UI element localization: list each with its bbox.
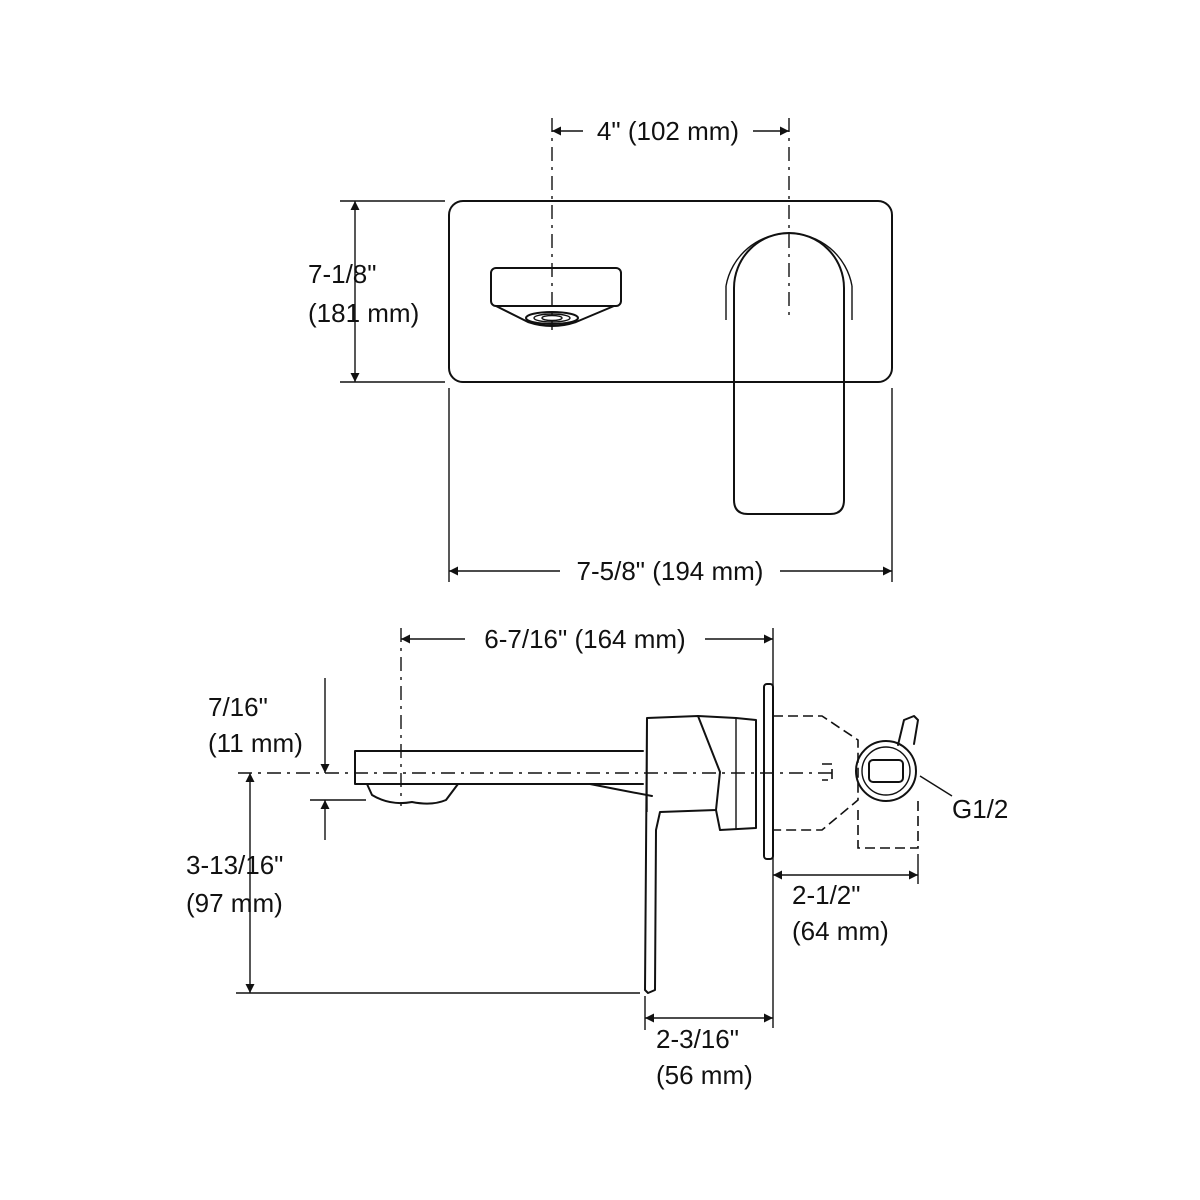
dim-handle-proj-in: 2-3/16" bbox=[656, 1024, 739, 1054]
dim-plate-height-mm: (181 mm) bbox=[308, 298, 419, 328]
label-connection: G1/2 bbox=[952, 794, 1008, 824]
dim-aerator-mm: (11 mm) bbox=[208, 728, 303, 758]
inlet-connection bbox=[855, 715, 953, 802]
dim-handle-proj-mm: (56 mm) bbox=[656, 1060, 753, 1090]
handle-side bbox=[644, 715, 757, 994]
wall-plate bbox=[448, 200, 893, 383]
dim-spout-reach: 6-7/16" (164 mm) bbox=[484, 624, 685, 654]
side-wall-plate bbox=[763, 683, 774, 860]
spout-side bbox=[354, 750, 653, 805]
dim-handle-drop-in: 3-13/16" bbox=[186, 850, 283, 880]
dim-plate-width: 7-5/8" (194 mm) bbox=[577, 556, 764, 586]
dim-valve-depth-mm: (64 mm) bbox=[792, 916, 889, 946]
dim-plate-height-in: 7-1/8" bbox=[308, 259, 377, 289]
front-view: 4" (102 mm) 7-1/8" (181 mm) 7-5/8" (194 … bbox=[308, 116, 893, 586]
dim-aerator-in: 7/16" bbox=[208, 692, 268, 722]
spout-front bbox=[490, 267, 622, 327]
dim-handle-drop-mm: (97 mm) bbox=[186, 888, 283, 918]
side-view: G1/2 6-7/16" (164 mm) 7/16" (11 mm) 3-13… bbox=[186, 624, 1008, 1090]
valve-body-hidden bbox=[773, 715, 919, 849]
dim-valve-depth-in: 2-1/2" bbox=[792, 880, 861, 910]
dim-centers: 4" (102 mm) bbox=[597, 116, 739, 146]
handle-front bbox=[725, 232, 853, 515]
